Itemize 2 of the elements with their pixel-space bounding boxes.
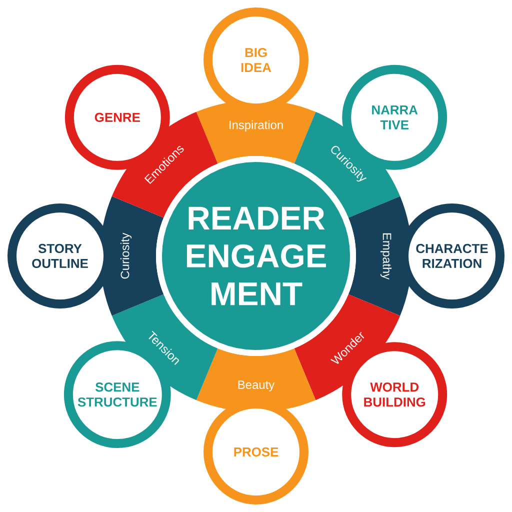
node-label: PROSE bbox=[234, 447, 278, 457]
node-label: CHARACTE RIZATION bbox=[416, 244, 488, 268]
